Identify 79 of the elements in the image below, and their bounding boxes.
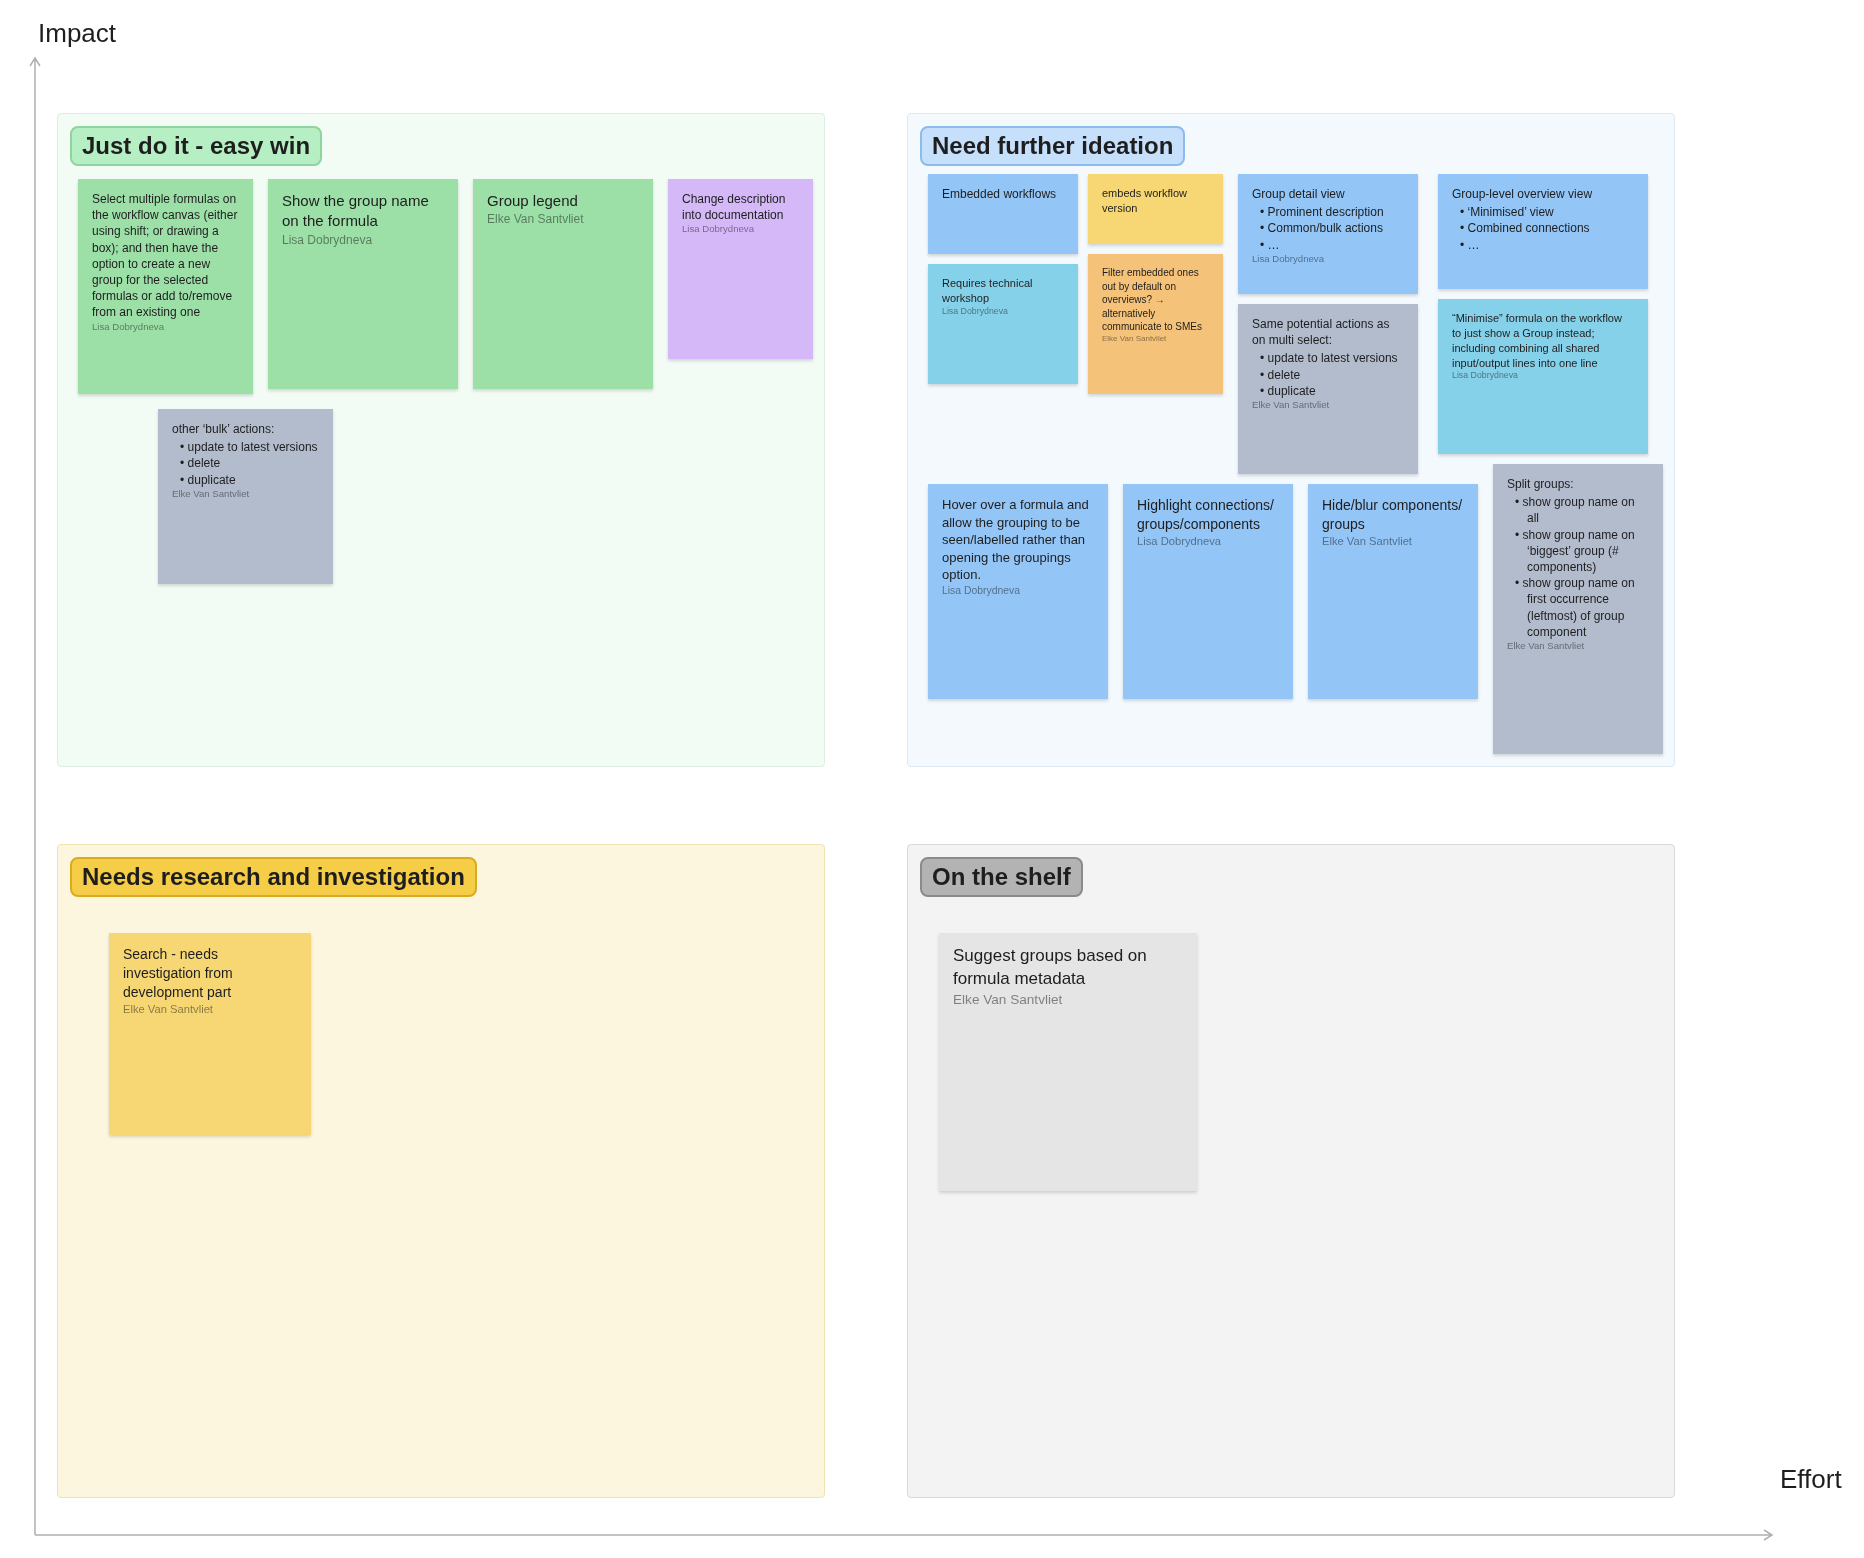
note-text: Same potential actions as on multi select: xyxy=(1252,316,1391,349)
note-text: Embedded workflows xyxy=(942,186,1058,203)
note-text: Highlight connections/ groups/components xyxy=(1137,496,1275,534)
list-item: • delete xyxy=(180,455,222,472)
sticky-note xyxy=(1308,484,1478,699)
sticky-note xyxy=(158,409,333,584)
author-name: Lisa Dobrydneva xyxy=(1252,252,1325,266)
list-item: • Prominent description xyxy=(1260,204,1385,221)
list-item: • delete xyxy=(1260,366,1302,383)
quadrant-panel xyxy=(907,844,1675,1498)
author-name: Elke Van Santvliet xyxy=(1507,639,1586,653)
sticky-note xyxy=(268,179,458,389)
quadrant-panel xyxy=(57,844,825,1498)
author-name: Elke Van Santvliet xyxy=(1322,533,1413,549)
author-name: Lisa Dobrydneva xyxy=(682,223,755,237)
list-item: • update to latest versions xyxy=(1260,350,1399,367)
list-item: • Common/bulk actions xyxy=(1260,220,1384,237)
axis-label: Effort xyxy=(1780,1464,1842,1495)
list-item: • … xyxy=(1460,236,1481,253)
list-item: • duplicate xyxy=(1260,382,1317,399)
note-text: Hover over a formula and allow the grouping to be seen/labelled rather than opening the groupings option. xyxy=(942,496,1090,584)
list-item: • Combined connections xyxy=(1460,220,1591,237)
note-text: other ‘bulk’ actions: xyxy=(172,421,276,438)
section-title: On the shelf xyxy=(920,857,1083,897)
author-name: Lisa Dobrydneva xyxy=(1452,370,1519,383)
note-text: Group legend xyxy=(487,191,579,211)
sticky-note xyxy=(1088,254,1223,394)
author-name: Lisa Dobrydneva xyxy=(282,231,374,248)
sticky-note xyxy=(668,179,813,359)
author-name: Lisa Dobrydneva xyxy=(1137,533,1222,549)
list-item: • … xyxy=(1260,236,1281,253)
sticky-note xyxy=(1438,174,1648,289)
sticky-note xyxy=(1088,174,1223,244)
note-text: Filter embedded ones out by default on overviews? → alternatively communicate to SMEs xyxy=(1102,266,1204,334)
sticky-note xyxy=(1438,299,1648,454)
section-title: Needs research and investigation xyxy=(70,857,477,897)
author-name: Elke Van Santvliet xyxy=(1252,398,1331,412)
note-text: Suggest groups based on formula metadata xyxy=(953,945,1148,990)
note-text: embeds workflow version xyxy=(1102,186,1188,216)
author-name: Elke Van Santvliet xyxy=(172,487,251,501)
note-text: Select multiple formulas on the workflow canvas (either using shift; or drawing a box); and then have the option to create a new group for the selected formulas or add to/remove from an existing one xyxy=(92,191,239,321)
author-name: Elke Van Santvliet xyxy=(487,211,585,228)
author-name: Elke Van Santvliet xyxy=(123,1001,214,1017)
list-item: • show group name on all xyxy=(1515,494,1636,527)
sticky-note xyxy=(928,484,1108,699)
sticky-note xyxy=(928,174,1078,254)
sticky-note xyxy=(473,179,653,389)
list-item: • show group name on ‘biggest’ group (# components) xyxy=(1515,526,1636,576)
note-text: Change description into documentation xyxy=(682,191,787,224)
quadrant-panel xyxy=(57,113,825,767)
list-item: • update to latest versions xyxy=(180,439,319,456)
list-item: • show group name on first occurrence (leftmost) of group component xyxy=(1515,575,1636,640)
author-name: Elke Van Santvliet xyxy=(1102,333,1168,345)
note-text: Group-level overview view xyxy=(1452,186,1594,203)
sticky-note xyxy=(109,933,311,1135)
note-text: Group detail view xyxy=(1252,186,1346,203)
note-text: Hide/blur components/ groups xyxy=(1322,496,1464,534)
list-item: • ‘Minimised’ view xyxy=(1460,204,1555,221)
sticky-note xyxy=(1238,304,1418,474)
author-name: Lisa Dobrydneva xyxy=(942,305,1009,318)
list-item: • duplicate xyxy=(180,471,237,488)
author-name: Lisa Dobrydneva xyxy=(942,583,1021,598)
quadrant-panel xyxy=(907,113,1675,767)
note-text: Requires technical workshop xyxy=(942,276,1034,306)
sticky-note xyxy=(939,933,1197,1191)
author-name: Elke Van Santvliet xyxy=(953,990,1064,1009)
section-title: Need further ideation xyxy=(920,126,1186,166)
sticky-note xyxy=(1123,484,1293,699)
sticky-note xyxy=(78,179,253,394)
sticky-note xyxy=(928,264,1078,384)
sticky-note xyxy=(1493,464,1663,754)
note-text: Show the group name on the formula xyxy=(282,191,430,232)
section-title: Just do it - easy win xyxy=(70,126,323,166)
note-text: Split groups: xyxy=(1507,476,1575,493)
axis-label: Impact xyxy=(38,18,117,49)
note-text: “Minimise” formula on the workflow to just show a Group instead; including combining all shared input/output lines into one line xyxy=(1452,311,1623,371)
sticky-note xyxy=(1238,174,1418,294)
author-name: Lisa Dobrydneva xyxy=(92,320,165,334)
note-text: Search - needs investigation from development part xyxy=(123,945,234,1002)
